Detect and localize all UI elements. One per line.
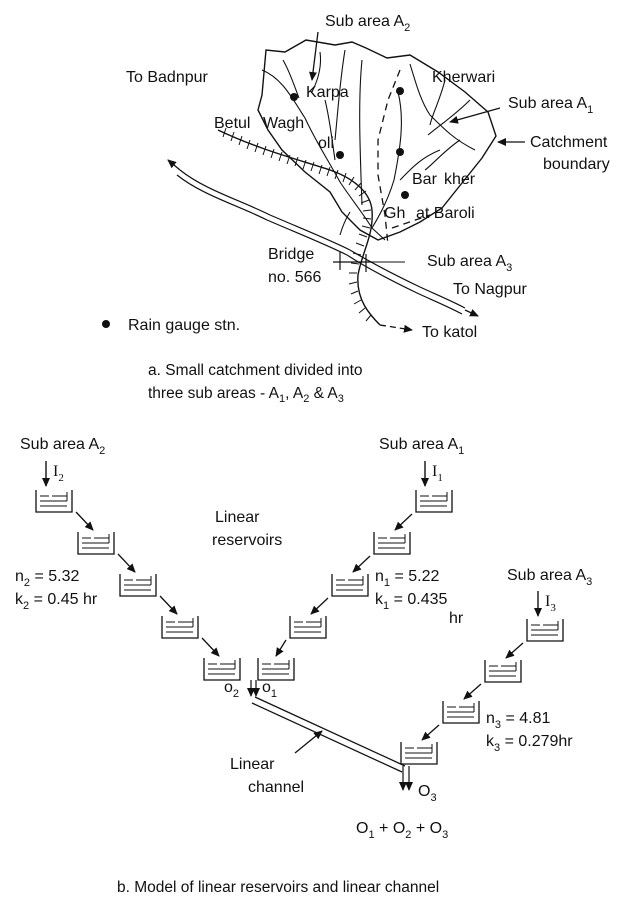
rain-gauge-kherwari bbox=[396, 87, 404, 95]
a2-reservoir bbox=[35, 489, 73, 513]
wagh-label: Wagh bbox=[263, 115, 304, 132]
at-baroli-label: at Baroli bbox=[416, 205, 475, 222]
caption-b: b. Model of linear reservoirs and linear… bbox=[117, 879, 439, 896]
a1-reservoir bbox=[373, 531, 411, 555]
subarea-a1-label: Sub area A1 bbox=[508, 95, 593, 116]
a3-reservoir bbox=[442, 700, 480, 724]
caption-a-line2: three sub areas - A1, A2 & A3 bbox=[148, 385, 344, 405]
road-to-nagpur bbox=[346, 249, 466, 315]
railway-line bbox=[217, 129, 381, 326]
inflow-i3: I3 bbox=[545, 593, 556, 614]
model-subarea-a1-label: Sub area A1 bbox=[379, 436, 464, 457]
rain-gauge-stations bbox=[290, 87, 409, 199]
a2-reservoir bbox=[119, 573, 157, 597]
a2-reservoir bbox=[161, 615, 199, 639]
subarea-a3-label: Sub area A3 bbox=[427, 253, 512, 274]
kher-label: kher bbox=[444, 171, 476, 188]
params-a1-n: n1 = 5.22 bbox=[375, 568, 440, 589]
oli-label: oli bbox=[318, 135, 334, 152]
a3-reservoir bbox=[526, 618, 564, 642]
a3-reservoir bbox=[484, 659, 522, 683]
a3-reservoir-cascade bbox=[400, 618, 564, 765]
linear-channel-line bbox=[251, 696, 406, 773]
params-a1-k-unit: hr bbox=[449, 610, 464, 627]
to-badnpur-label: To Badnpur bbox=[126, 69, 209, 86]
gh-label: Gh bbox=[384, 205, 405, 222]
inflow-i1: I1 bbox=[432, 463, 443, 484]
stream-network bbox=[261, 49, 476, 241]
reservoir-model: Sub area A2 Sub area A1 Sub area A3 I2 I… bbox=[15, 436, 592, 896]
rain-gauge-ghat-baroli bbox=[401, 191, 409, 199]
params-a2-n: n2 = 5.32 bbox=[15, 568, 80, 589]
to-nagpur-label: To Nagpur bbox=[453, 281, 527, 298]
to-katol-label: To katol bbox=[422, 324, 477, 341]
linear-reservoirs-label-1: Linear bbox=[215, 509, 260, 526]
params-a2-k: k2 = 0.45 hr bbox=[15, 591, 98, 612]
total-outflow: O1 + O2 + O3 bbox=[356, 820, 448, 841]
subarea-divide-dashed bbox=[377, 69, 401, 246]
karpa-label: Karpa bbox=[306, 84, 349, 101]
catchment-boundary-line bbox=[257, 39, 497, 241]
a3-reservoir bbox=[400, 741, 438, 765]
a1-reservoir bbox=[415, 489, 453, 513]
params-a3-n: n3 = 4.81 bbox=[486, 710, 551, 731]
bar-label: Bar bbox=[412, 171, 438, 188]
subarea-a2-label: Sub area A2 bbox=[325, 13, 410, 34]
subarea-divide-dashed-2 bbox=[391, 214, 431, 229]
a1-reservoir bbox=[331, 573, 369, 597]
catchment-label: Catchment bbox=[530, 134, 608, 151]
a1-reservoir bbox=[257, 657, 295, 681]
boundary-label: boundary bbox=[543, 156, 610, 173]
rain-gauge-barkher bbox=[396, 148, 404, 156]
a2-reservoir-cascade bbox=[35, 489, 241, 681]
road-to-badnpur bbox=[176, 169, 351, 256]
a1-reservoir bbox=[289, 615, 327, 639]
a1-reservoir-cascade bbox=[257, 489, 453, 681]
model-subarea-a2-label: Sub area A2 bbox=[20, 436, 105, 457]
linear-reservoirs-label-2: reservoirs bbox=[212, 532, 282, 549]
outflow-o1: o1 bbox=[262, 679, 277, 700]
bridge-label: Bridge bbox=[268, 246, 314, 263]
a2-reservoir bbox=[77, 531, 115, 555]
inflow-i2: I2 bbox=[53, 463, 64, 484]
model-subarea-a3-label: Sub area A3 bbox=[507, 567, 592, 588]
rain-gauge-waghoholi bbox=[336, 151, 344, 159]
outflow-o3: O3 bbox=[418, 783, 437, 804]
catchment-map: Sub area A2 To Badnpur Karpa Kherwari Su… bbox=[102, 13, 610, 405]
caption-a-line1: a. Small catchment divided into bbox=[148, 362, 363, 379]
linear-channel-label-2: channel bbox=[248, 779, 304, 796]
legend-rain-gauge-dot bbox=[102, 320, 110, 328]
params-a1-k: k1 = 0.435 bbox=[375, 591, 448, 612]
params-a3-k: k3 = 0.279hr bbox=[486, 733, 573, 754]
linear-channel-label-1: Linear bbox=[230, 756, 275, 773]
legend-label: Rain gauge stn. bbox=[128, 317, 240, 334]
kherwari-label: Kherwari bbox=[432, 69, 495, 86]
a2-reservoir bbox=[203, 657, 241, 681]
outflow-o2: o2 bbox=[224, 679, 239, 700]
rain-gauge-karpa bbox=[290, 93, 298, 101]
betul-label: Betul bbox=[214, 115, 250, 132]
bridge-symbol bbox=[333, 252, 372, 272]
bridge-no-label: no. 566 bbox=[268, 269, 321, 286]
railway-hatch bbox=[222, 127, 372, 322]
